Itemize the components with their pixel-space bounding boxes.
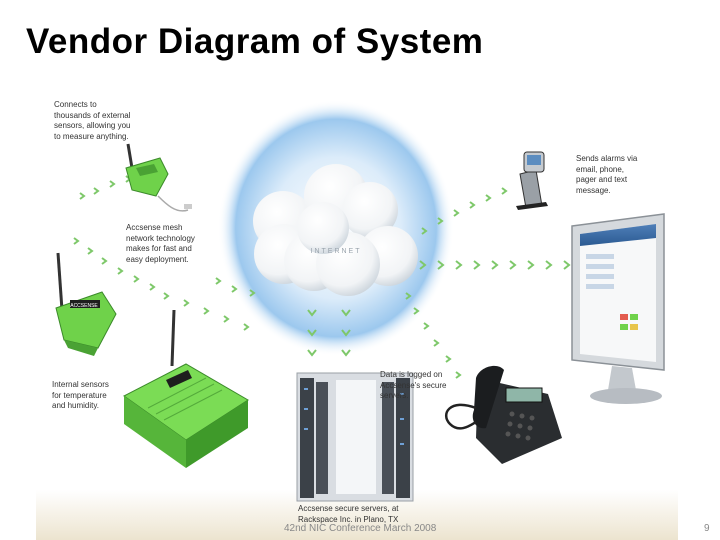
diagram-artwork: ACCSENSE [55,100,665,502]
top-left-arrow-path [73,175,256,331]
gateway-router-icon [123,309,249,468]
computer-monitor-icon [571,213,665,404]
caption-servers: Accsense secure servers, at Rackspace In… [298,504,399,524]
page-number: 9 [704,523,710,534]
signal-path-arrows [73,175,571,379]
caption-mesh: Accsense mesh network technology makes f… [126,223,195,264]
internet-cloud-icon [218,100,454,356]
server-room-icon [296,372,414,502]
svg-text:ACCSENSE: ACCSENSE [70,303,98,309]
desk-phone-icon [444,365,562,464]
system-diagram: ACCSENSE [36,78,678,540]
caption-logged: Data is logged on Accsense's secure serv… [380,370,447,400]
caption-internal: Internal sensors for temperature and hum… [52,380,109,410]
footer-conference: 42nd NIC Conference March 2008 [284,523,437,534]
caption-alarms: Sends alarms via email, phone, pager and… [576,154,638,195]
sensor-pod-icon [125,143,192,212]
right-arrow-path [405,187,571,379]
mesh-node-icon: ACCSENSE [55,252,117,356]
cell-phone-icon [516,151,548,210]
down-arrow-path [307,309,351,357]
internet-label: INTERNET [311,248,362,255]
slide-title: Vendor Diagram of System [26,22,484,61]
caption-sensors: Connects to thousands of external sensor… [54,100,131,141]
